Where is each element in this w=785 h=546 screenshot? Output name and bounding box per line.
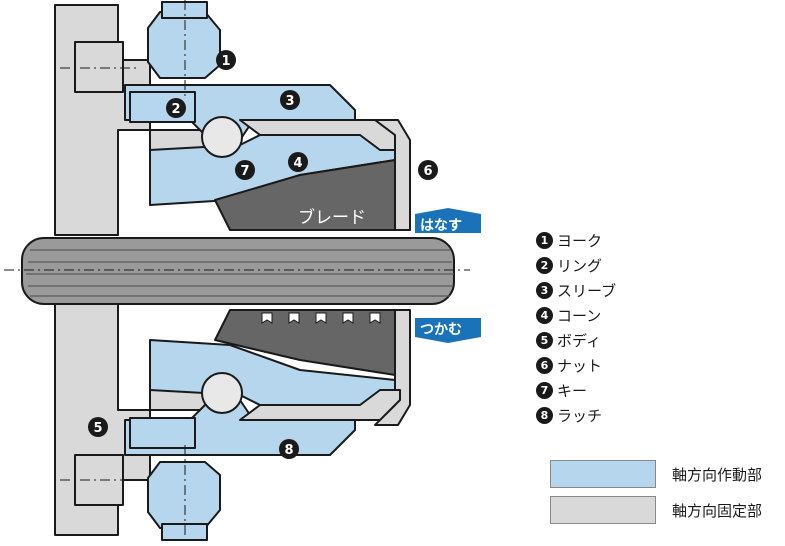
legend-moving: 軸方向作動部 (550, 460, 762, 488)
number-badge: 4 (536, 307, 553, 324)
callout-8: 8 (279, 439, 299, 459)
callout-4: 4 (288, 152, 308, 172)
moving-label: 軸方向作動部 (672, 465, 763, 484)
part-label: コーン (557, 307, 602, 325)
blade-lower (214, 309, 396, 376)
ball-upper (201, 116, 243, 158)
part-label: ラッチ (557, 407, 603, 425)
legend-fixed: 軸方向固定部 (550, 496, 762, 524)
part-label: ナット (557, 357, 603, 375)
svg-text:6: 6 (423, 164, 432, 179)
number-badge: 8 (536, 407, 553, 424)
nut-upper (374, 119, 411, 231)
callout-3: 3 (280, 90, 300, 110)
part-label: キー (557, 382, 588, 400)
release-label: はなす (420, 218, 462, 234)
shaft (21, 237, 455, 305)
yoke-upper (147, 11, 221, 79)
parts-list-item: 4 コーン (536, 303, 776, 328)
blade-label: ブレード (298, 207, 366, 228)
number-badge: 5 (536, 332, 553, 349)
blade-upper (214, 159, 396, 231)
svg-text:3: 3 (285, 94, 294, 109)
part-label: リング (557, 257, 603, 275)
svg-text:2: 2 (171, 102, 180, 117)
svg-text:1: 1 (221, 54, 230, 69)
parts-list-item: 3 スリーブ (536, 278, 776, 303)
grip-arrow-shape (415, 318, 481, 343)
svg-text:4: 4 (293, 156, 302, 171)
callout-5: 5 (88, 417, 108, 437)
key-lower (239, 389, 401, 421)
moving-swatch (550, 460, 656, 488)
yoke-lower (147, 461, 221, 529)
callout-2: 2 (166, 98, 186, 118)
svg-text:7: 7 (240, 164, 249, 179)
number-badge: 2 (536, 257, 553, 274)
number-badge: 1 (536, 232, 553, 249)
number-badge: 6 (536, 357, 553, 374)
parts-list-item: 5 ボディ (536, 328, 776, 353)
callout-1: 1 (216, 50, 236, 70)
callout-6: 6 (418, 160, 438, 180)
ring-lower (129, 417, 196, 449)
parts-list-item: 2 リング (536, 253, 776, 278)
fixed-label: 軸方向固定部 (672, 501, 763, 520)
part-label: ボディ (557, 332, 601, 350)
body-bolt-upper (74, 41, 124, 93)
number-badge: 3 (536, 282, 553, 299)
parts-list: 1 ヨーク 2 リング 3 スリーブ 4 コーン 5 ボディ 6 ナット 7 キ… (536, 228, 776, 428)
parts-list-item: 8 ラッチ (536, 403, 776, 428)
ball-lower (201, 372, 243, 414)
parts-list-item: 7 キー (536, 378, 776, 403)
callout-7: 7 (235, 160, 255, 180)
release-arrow-shape (415, 208, 481, 233)
parts-list-item: 6 ナット (536, 353, 776, 378)
grip-label: つかむ (420, 322, 462, 338)
svg-text:8: 8 (284, 443, 293, 458)
fixed-swatch (550, 496, 656, 524)
svg-text:5: 5 (93, 421, 102, 436)
part-label: スリーブ (557, 282, 617, 300)
part-label: ヨーク (557, 232, 603, 250)
number-badge: 7 (536, 382, 553, 399)
parts-list-item: 1 ヨーク (536, 228, 776, 253)
